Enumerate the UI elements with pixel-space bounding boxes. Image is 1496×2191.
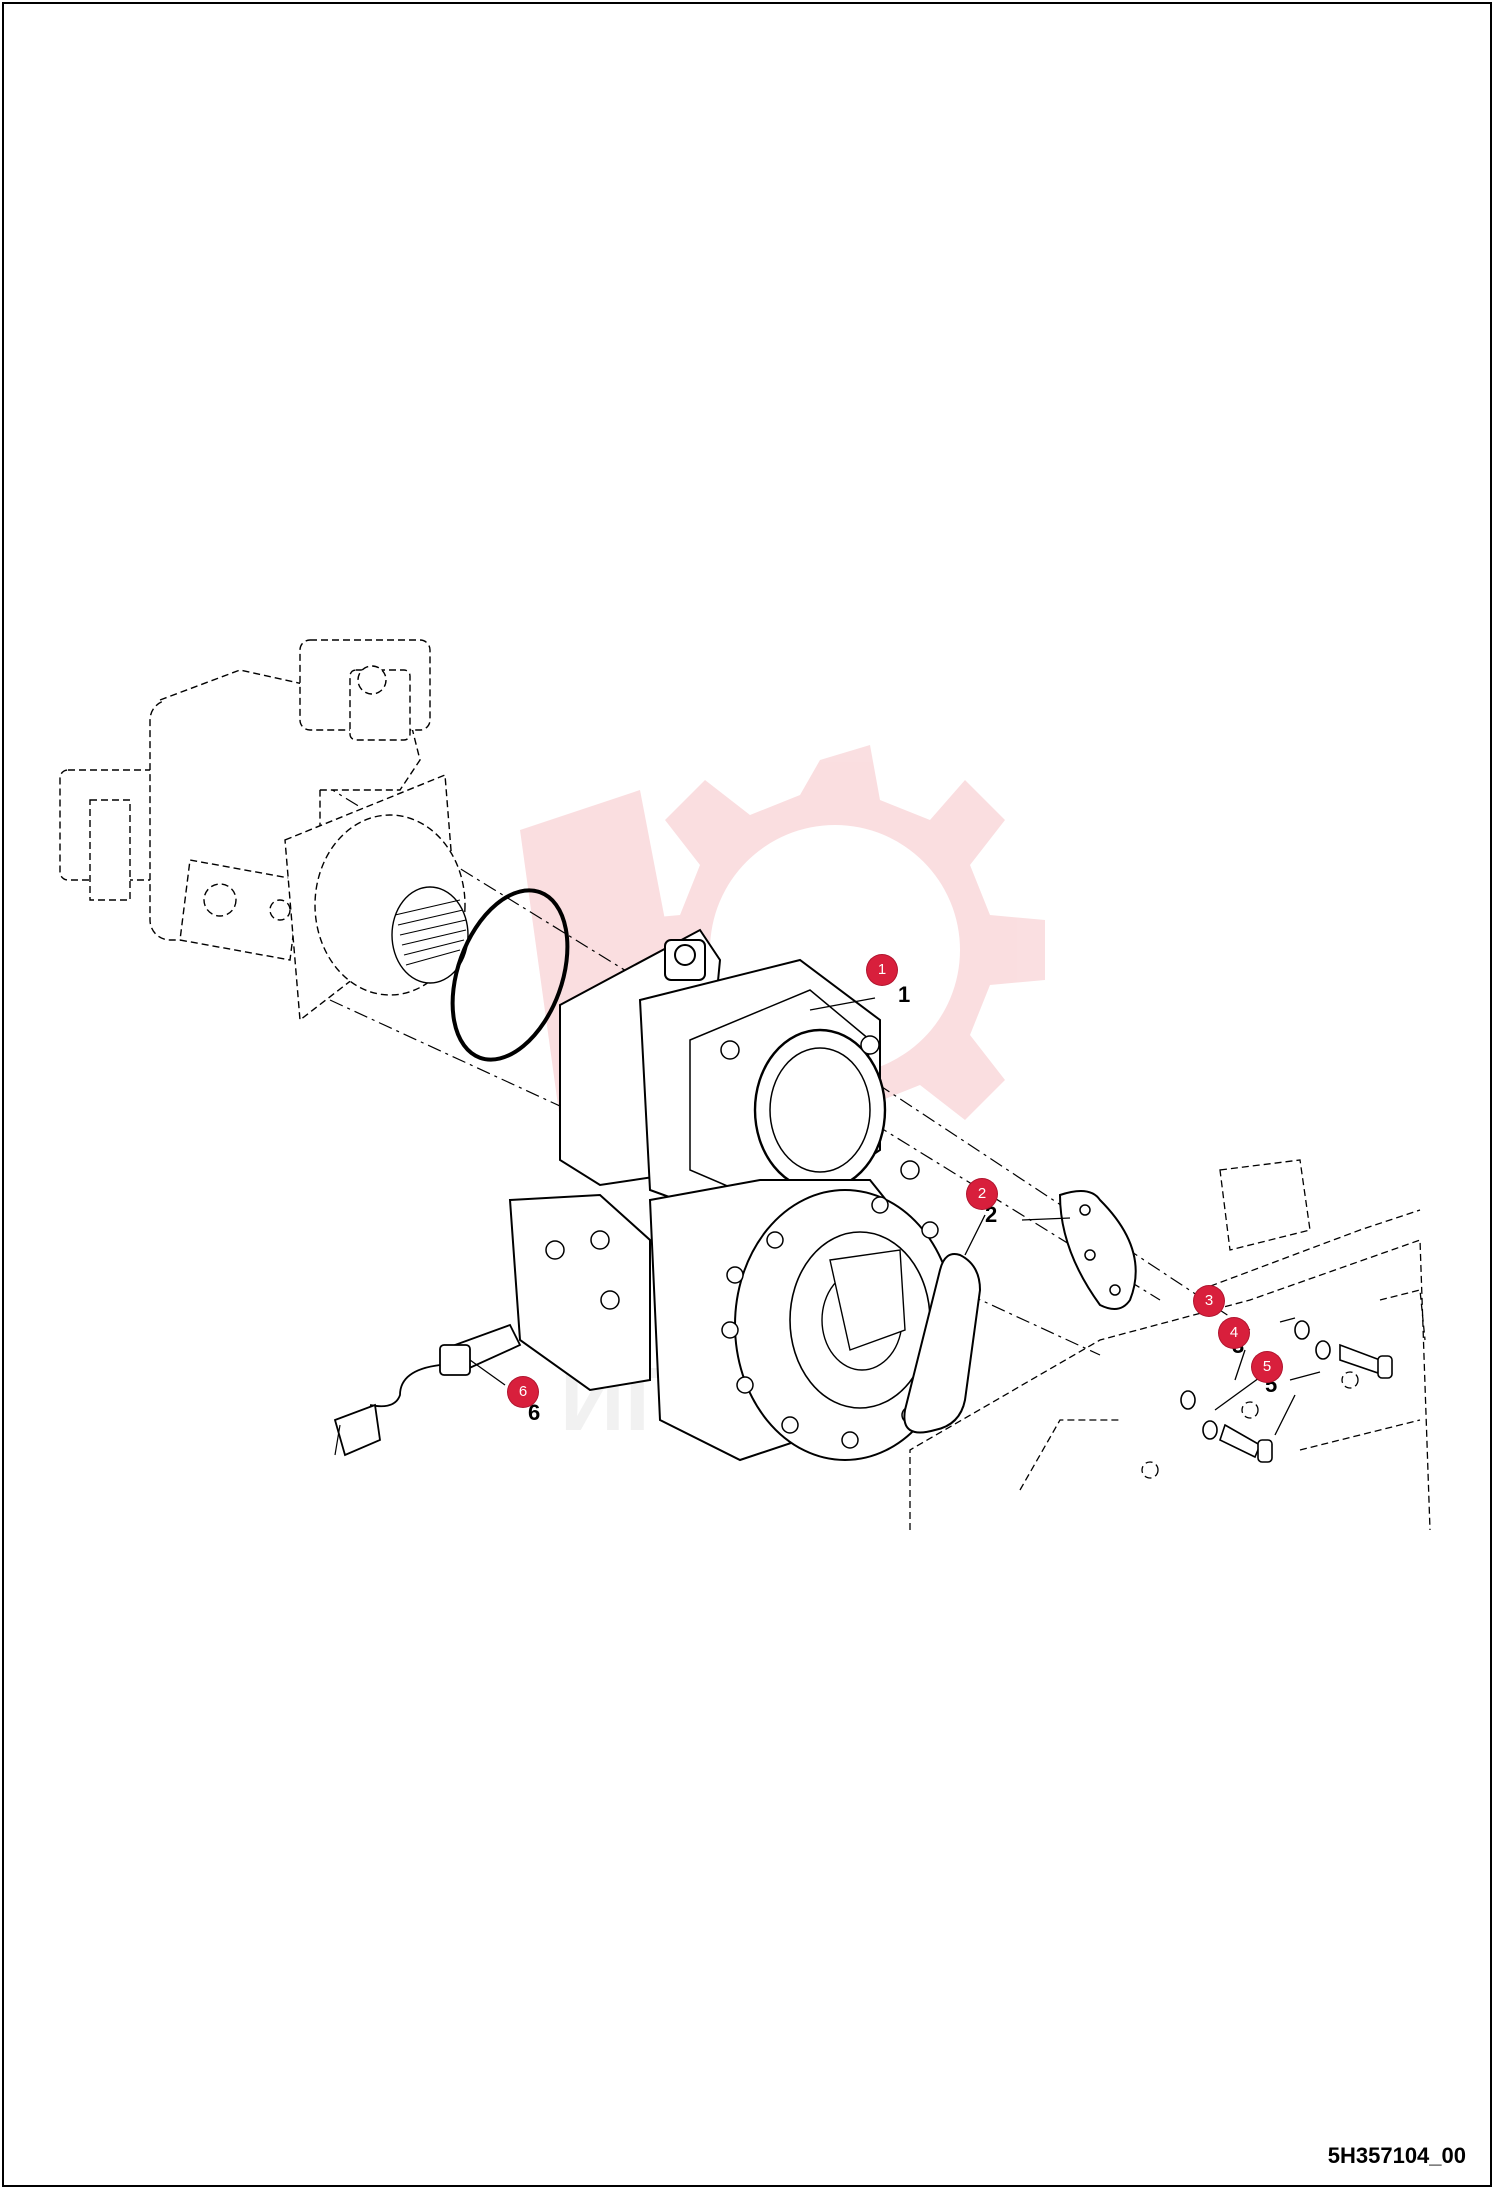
part-number-6: 6 <box>528 1400 540 1425</box>
callout-1[interactable]: 1 <box>867 955 897 985</box>
gearbox-bolts <box>545 1035 964 1449</box>
speed-sensor <box>333 1323 522 1457</box>
vehicle-frame-phantom <box>909 1159 1431 1531</box>
mounting-gasket <box>903 1253 982 1434</box>
gasket-plate <box>1058 1190 1137 1310</box>
leader-lines <box>469 997 1321 1436</box>
fastener-group <box>1180 1320 1393 1463</box>
o-ring-seal <box>450 888 570 1062</box>
callout-4[interactable]: 4 <box>1219 1318 1249 1348</box>
gearbox-housing <box>508 928 956 1462</box>
part-number-1: 1 <box>898 982 910 1007</box>
callout-5[interactable]: 5 <box>1252 1352 1282 1382</box>
callout-3[interactable]: 3 <box>1194 1286 1224 1316</box>
pump-flange <box>284 773 469 1022</box>
callout-2[interactable]: 2 <box>967 1179 997 1209</box>
hydraulic-pump-phantom <box>59 639 431 961</box>
drawing-code: 5H357104_00 <box>1327 2143 1466 2168</box>
part-number-2: 2 <box>985 1202 997 1227</box>
callout-6[interactable]: 6 <box>508 1377 538 1407</box>
